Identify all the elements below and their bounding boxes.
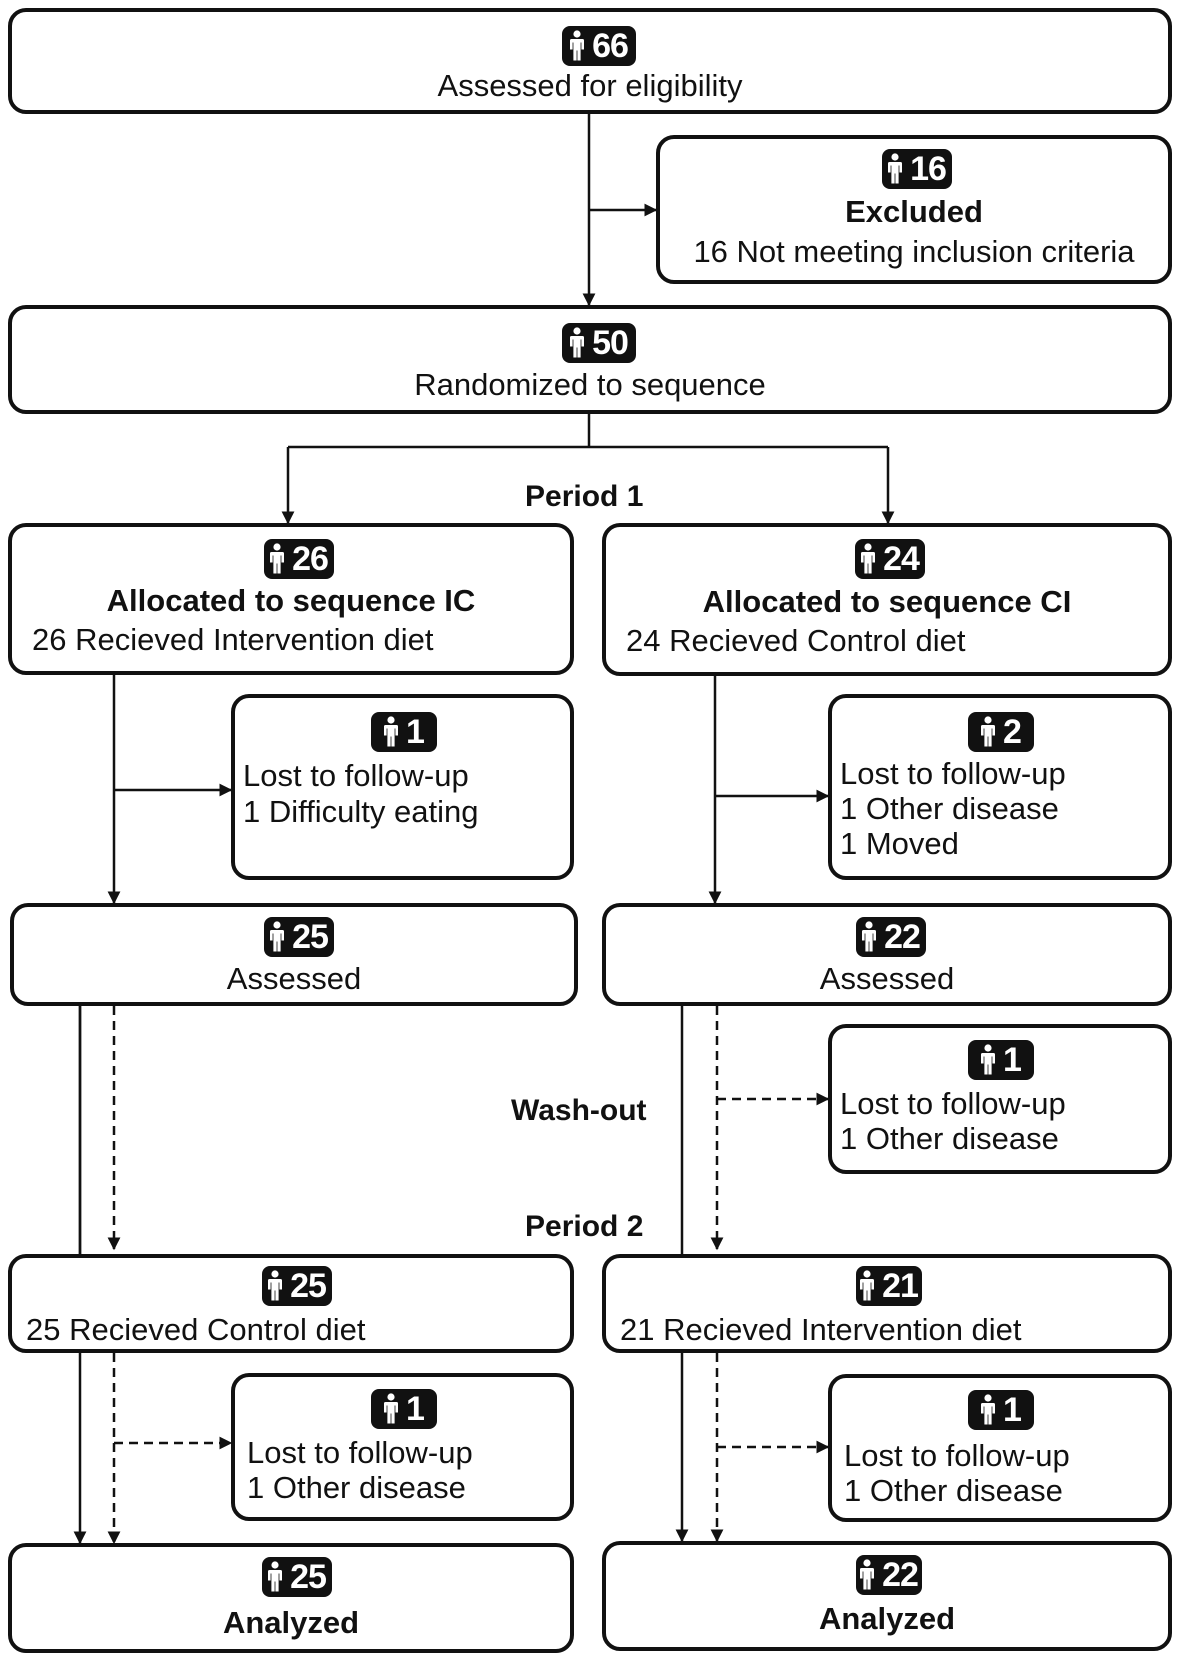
person-icon	[270, 543, 285, 574]
lost-ci-p2-line2: 1 Other disease	[844, 1473, 1063, 1508]
arm-ci-detail: 24 Recieved Control diet	[626, 623, 966, 658]
count-value: 1	[1003, 1041, 1022, 1079]
arm-ci-box: 24 Allocated to sequence CI 24 Recieved …	[602, 523, 1172, 676]
count-value: 25	[290, 1558, 327, 1596]
count-badge: 26	[264, 539, 334, 579]
lost-ci-washout-box: 1 Lost to follow-up 1 Other disease	[828, 1024, 1172, 1174]
count-value: 26	[292, 540, 329, 578]
count-value: 25	[292, 918, 329, 956]
randomized-label: Randomized to sequence	[414, 367, 766, 402]
lost-ci-washout-line2: 1 Other disease	[840, 1121, 1059, 1156]
count-value: 22	[882, 1556, 919, 1594]
period2-ic-label: 25 Recieved Control diet	[26, 1312, 366, 1347]
randomized-box: 50 Randomized to sequence	[8, 305, 1172, 414]
person-icon	[981, 1394, 996, 1425]
arm-ci-title: Allocated to sequence CI	[702, 584, 1072, 619]
person-icon	[860, 1270, 875, 1301]
excluded-detail: 16 Not meeting inclusion criteria	[693, 234, 1135, 269]
person-icon	[268, 1561, 283, 1592]
person-icon	[384, 716, 399, 747]
count-value: 66	[592, 27, 629, 65]
arm-ic-detail: 26 Recieved Intervention diet	[32, 622, 434, 657]
person-icon	[981, 716, 996, 747]
lost-ic-p1-line2: 1 Difficulty eating	[243, 794, 479, 829]
count-badge: 50	[562, 323, 636, 363]
period2-ci-label: 21 Recieved Intervention diet	[620, 1312, 1022, 1347]
lost-ic-p2-line1: Lost to follow-up	[247, 1435, 473, 1470]
count-value: 16	[910, 150, 947, 188]
assessed-ic-box: 25 Assessed	[10, 903, 578, 1006]
lost-ic-p1-line1: Lost to follow-up	[243, 758, 469, 793]
lost-ci-period1-box: 2 Lost to follow-up 1 Other disease 1 Mo…	[828, 694, 1172, 880]
eligibility-label: Assessed for eligibility	[437, 68, 743, 103]
lost-ci-p1-line1: Lost to follow-up	[840, 756, 1066, 791]
count-badge: 1	[371, 712, 437, 752]
lost-ci-p1-line2: 1 Other disease	[840, 791, 1059, 826]
arm-ic-box: 26 Allocated to sequence IC 26 Recieved …	[8, 523, 574, 675]
count-badge: 22	[856, 1555, 922, 1595]
excluded-title: Excluded	[845, 194, 983, 229]
count-badge: 1	[968, 1390, 1034, 1430]
count-badge: 25	[262, 1266, 332, 1306]
analyzed-ci-label: Analyzed	[818, 1601, 956, 1636]
person-icon	[860, 1559, 875, 1590]
phase-label-period-2: Period 2	[525, 1210, 644, 1243]
analyzed-ci-box: 22 Analyzed	[602, 1541, 1172, 1651]
lost-ci-period2-box: 1 Lost to follow-up 1 Other disease	[828, 1374, 1172, 1522]
assessed-ci-box: 22 Assessed	[602, 903, 1172, 1006]
person-icon	[570, 327, 585, 358]
analyzed-ic-label: Analyzed	[222, 1605, 360, 1640]
person-icon	[270, 921, 285, 952]
count-value: 22	[884, 918, 921, 956]
count-badge: 16	[882, 149, 952, 189]
phase-label-period-1: Period 1	[525, 480, 644, 513]
count-value: 1	[406, 713, 425, 751]
assessed-ci-label: Assessed	[819, 961, 955, 996]
lost-ci-p2-line1: Lost to follow-up	[844, 1438, 1070, 1473]
eligibility-box: 66 Assessed for eligibility	[8, 8, 1172, 114]
lost-ci-p1-line3: 1 Moved	[840, 826, 959, 861]
lost-ci-washout-line1: Lost to follow-up	[840, 1086, 1066, 1121]
person-icon	[570, 30, 585, 61]
lost-ic-period2-box: 1 Lost to follow-up 1 Other disease	[231, 1373, 574, 1521]
phase-label-washout: Wash-out	[511, 1094, 647, 1127]
excluded-box: 16 Excluded 16 Not meeting inclusion cri…	[656, 135, 1172, 284]
lost-ic-p2-line2: 1 Other disease	[247, 1470, 466, 1505]
person-icon	[981, 1044, 996, 1075]
count-badge: 1	[371, 1389, 437, 1429]
person-icon	[384, 1393, 399, 1424]
count-badge: 25	[262, 1557, 332, 1597]
count-badge: 2	[968, 712, 1034, 752]
assessed-ic-label: Assessed	[226, 961, 362, 996]
count-badge: 66	[562, 26, 636, 66]
arm-ic-title: Allocated to sequence IC	[106, 583, 476, 618]
period2-ic-box: 25 25 Recieved Control diet	[8, 1254, 574, 1353]
count-value: 1	[1003, 1391, 1022, 1429]
count-value: 50	[592, 324, 629, 362]
analyzed-ic-box: 25 Analyzed	[8, 1543, 574, 1653]
count-value: 24	[883, 540, 920, 578]
count-badge: 24	[855, 539, 925, 579]
count-value: 21	[882, 1267, 919, 1305]
count-badge: 25	[264, 917, 334, 957]
count-value: 2	[1003, 713, 1022, 751]
person-icon	[888, 153, 903, 184]
count-badge: 22	[856, 917, 926, 957]
count-value: 1	[406, 1390, 425, 1428]
count-badge: 1	[968, 1040, 1034, 1080]
count-badge: 21	[856, 1266, 922, 1306]
person-icon	[861, 543, 876, 574]
count-value: 25	[290, 1267, 327, 1305]
lost-ic-period1-box: 1 Lost to follow-up 1 Difficulty eating	[231, 694, 574, 880]
person-icon	[862, 921, 877, 952]
person-icon	[268, 1270, 283, 1301]
period2-ci-box: 21 21 Recieved Intervention diet	[602, 1254, 1172, 1353]
